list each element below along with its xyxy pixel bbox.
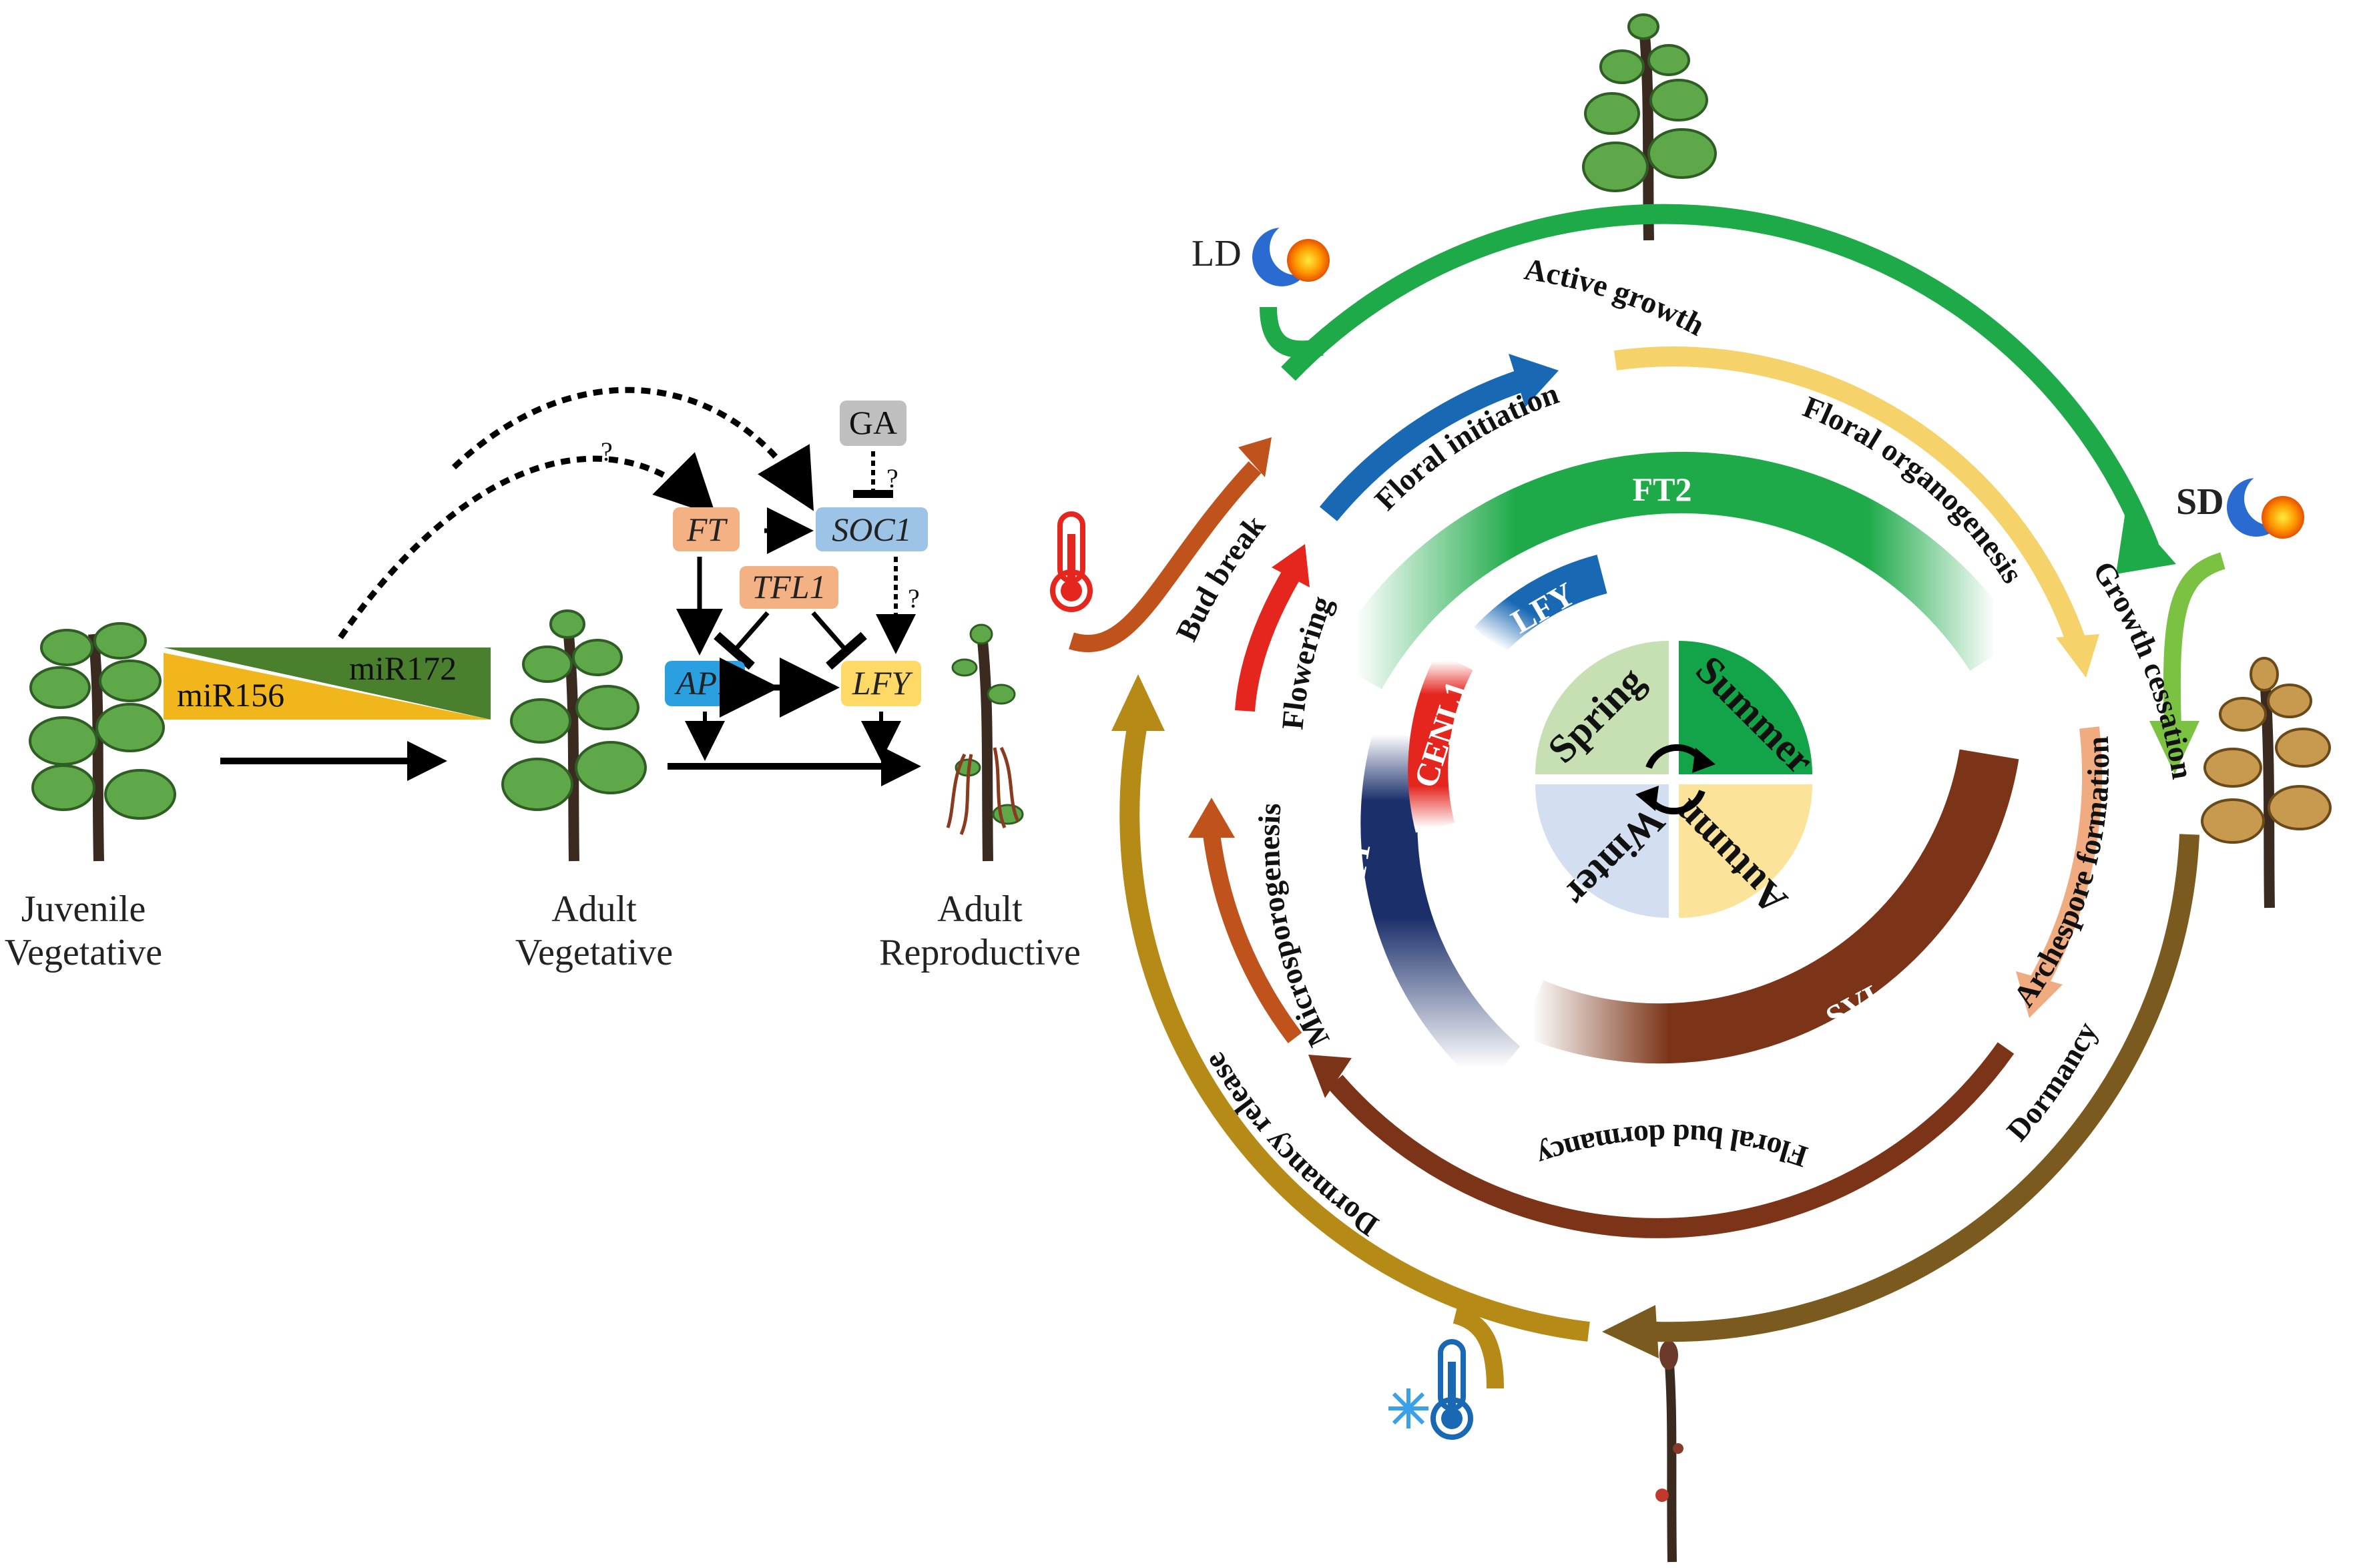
floral-bud-dormancy-label: Floral bud dormancy [1533, 1118, 1812, 1174]
stage-labels: Juvenile Vegetative Adult Vegetative Adu… [5, 888, 1081, 973]
cold-input-connector [1453, 1306, 1504, 1389]
winter-quadrant [1535, 784, 1669, 918]
autumn-tree-illustration [2201, 657, 2332, 908]
ft2-label: FT2 [1633, 471, 1692, 508]
stage-adult-veg-line2: Vegetative [515, 932, 673, 973]
tfl1-box [740, 566, 838, 609]
spring-quadrant [1535, 641, 1669, 774]
annual-cycle: LD SD [1050, 13, 2332, 1563]
winter-bud [1659, 1340, 1678, 1370]
cold-thermometer-icon [1388, 1339, 1473, 1440]
season-wheel: Spring Summer Autumn Winter [1535, 641, 1822, 923]
tfl1-lfy-inhibition [811, 611, 867, 670]
dormancy-release-arc [1119, 719, 1590, 1342]
ft2-band [1328, 451, 2022, 690]
ga-label: GA [849, 404, 897, 441]
bud-break-arc [1069, 461, 1262, 653]
stage-juvenile-line2: Vegetative [5, 932, 162, 973]
floral-initiation-arrowhead [1509, 354, 1559, 407]
mir172-to-soc1-dotted-arrow [451, 386, 814, 511]
stage-adult-rep-line1: Adult [937, 888, 1023, 930]
unknown-mark-1: ? [601, 437, 613, 467]
summer-quadrant [1679, 641, 1812, 774]
stage-juvenile-line1: Juvenile [21, 888, 146, 930]
mir156-label: miR156 [177, 676, 284, 714]
autumn-quadrant [1679, 784, 1812, 918]
gene-network: GA ? FT SOC1 TFL1 ? AP1 LFY [665, 401, 928, 761]
mir172-to-ft-dotted-arrow [338, 452, 716, 639]
svl-band [1520, 749, 2019, 1064]
mir172-label: miR172 [349, 649, 457, 687]
adult-reproductive-plant-illustration [946, 623, 1024, 862]
archespore-formation-arc [2030, 726, 2102, 987]
soc1-label: SOC1 [832, 511, 911, 548]
cycle-arrows-icon [1635, 744, 1716, 815]
dormancy-arc [1655, 834, 2199, 1342]
flowering-arrowhead [1272, 544, 1310, 587]
bud-break-arrowhead [1238, 437, 1272, 477]
middle-ring [1188, 346, 2102, 1238]
ft-label: FT [686, 511, 728, 548]
lfy-band [1474, 554, 1607, 656]
long-day-icon: LD [1192, 222, 1330, 286]
floral-bud-dormancy-arrowhead [1308, 1055, 1352, 1098]
flowering-arc [1235, 569, 1300, 712]
warm-thermometer-icon [1050, 511, 1093, 612]
tfl1-ap1-inhibition [714, 611, 770, 670]
gene-ring: FT2 SVL FT1 CENL1 LFY [1328, 451, 2022, 1090]
dormancy-release-label: Dormancy release [1197, 1047, 1384, 1244]
mir172-triangle [164, 647, 491, 720]
adult-vegetative-plant-illustration [501, 609, 647, 862]
cenl1-band [1408, 651, 1473, 833]
active-growth-label: Active growth [1522, 252, 1710, 342]
flowering-label: Flowering [1275, 591, 1338, 731]
tfl1-label: TFL1 [752, 568, 826, 605]
growth-cessation-arrowhead [2149, 721, 2199, 774]
floral-initiation-arc [1319, 369, 1526, 521]
mir156-triangle [164, 653, 491, 720]
floral-bud-dormancy-arc [1327, 1042, 2015, 1238]
dormancy-release-arrowhead [1111, 674, 1165, 731]
ap1-label: AP1 [674, 664, 734, 702]
microsporogenesis-arrowhead [1188, 798, 1235, 838]
unknown-mark-3: ? [908, 583, 920, 613]
sun-icon [2262, 496, 2304, 539]
floral-organogenesis-arc [1613, 346, 2086, 645]
winter-bud-red [1655, 1489, 1669, 1502]
active-growth-arrowhead [2116, 507, 2176, 574]
mirna-gradient: miR156 miR172 [164, 647, 491, 720]
stage-adult-rep-line2: Reproductive [879, 932, 1081, 973]
ft-box [673, 507, 740, 551]
stage-adult-veg-line1: Adult [551, 888, 637, 930]
active-growth-arc [1281, 204, 2159, 551]
microsporogenesis-arc [1203, 833, 1302, 1043]
juvenile-plant-illustration [29, 622, 176, 862]
ld-input-connector [1260, 306, 1324, 358]
soc1-box [816, 507, 928, 551]
left-panel: miR156 miR172 ? GA ? FT SOC1 TFL1 [5, 386, 1081, 973]
growth-cessation-arc [2163, 552, 2225, 728]
sd-label: SD [2176, 481, 2224, 523]
archespore-formation-arrowhead [2016, 971, 2063, 1018]
unknown-mark-2: ? [886, 463, 898, 493]
floral-organogenesis-arrowhead [2056, 634, 2099, 678]
microsporogenesis-label: Microsporogenesis [1252, 802, 1336, 1052]
ga-box [840, 401, 906, 446]
ft1-band [1360, 726, 1521, 1090]
winter-tree-illustration [1655, 1340, 1683, 1563]
lfy-label: LFY [852, 664, 913, 702]
snowflake-icon [1388, 1388, 1428, 1428]
dormancy-arrowhead [1602, 1305, 1659, 1358]
sun-icon [1287, 239, 1330, 282]
archespore-formation-label: Archespore formation [2007, 736, 2115, 1013]
outer-ring [1069, 204, 2225, 1389]
short-day-icon: SD [2176, 472, 2304, 539]
ld-label: LD [1192, 233, 1242, 274]
lfy-box [841, 661, 921, 706]
